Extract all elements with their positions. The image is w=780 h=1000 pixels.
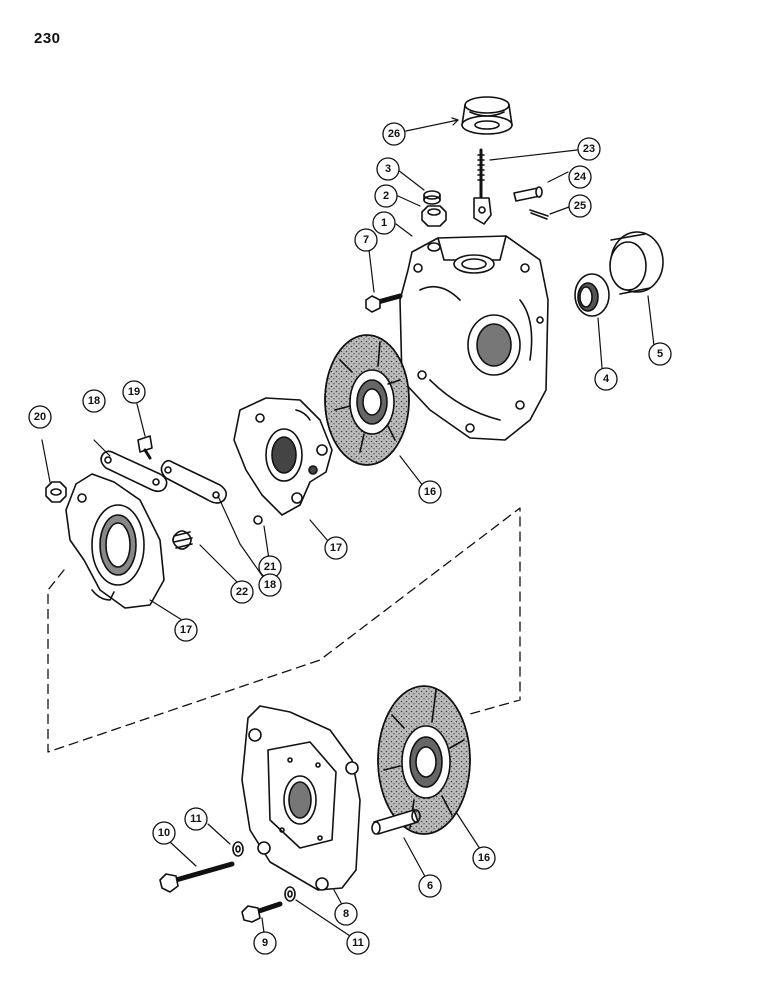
callout-4: 4 (594, 367, 618, 391)
callout-2: 2 (374, 184, 398, 208)
callout-23: 23 (577, 137, 601, 161)
callout-8-label: 8 (343, 908, 349, 920)
long-bolt-part (159, 861, 235, 893)
nut-part (423, 190, 441, 205)
steel-ball-part (253, 515, 263, 525)
callout-9: 9 (253, 931, 277, 955)
bearing-cup-part (609, 231, 664, 295)
bolt-19-part (137, 435, 153, 460)
callout-1-label: 1 (381, 217, 387, 229)
callout-6: 6 (418, 874, 442, 898)
link-right-part (160, 459, 228, 504)
clevis-pin-part (513, 186, 543, 202)
callout-4-label: 4 (603, 373, 610, 385)
bolt-7-part (365, 293, 403, 313)
callout-24-label: 24 (574, 171, 587, 183)
callout-9-label: 9 (262, 937, 268, 949)
callout-6-label: 6 (427, 880, 433, 892)
callout-2-label: 2 (383, 190, 389, 202)
callout-7: 7 (354, 228, 378, 252)
callout-26-label: 26 (388, 128, 400, 140)
callout-16-lower: 16 (472, 846, 496, 870)
callout-16-lower-label: 16 (478, 852, 490, 864)
callout-8: 8 (334, 902, 358, 926)
boot-seal-part (461, 96, 513, 135)
callout-16-upper-label: 16 (424, 486, 436, 498)
callout-17-upper-label: 17 (330, 542, 342, 554)
callout-25-label: 25 (574, 200, 586, 212)
callout-17-lower: 17 (174, 618, 198, 642)
callout-10-label: 10 (158, 827, 170, 839)
callout-16-upper: 16 (418, 480, 442, 504)
shaft-pin-part (371, 809, 421, 835)
callout-5: 5 (648, 342, 672, 366)
link-left-part (100, 450, 168, 493)
callout-10: 10 (152, 821, 176, 845)
callout-17-lower-label: 17 (180, 624, 192, 636)
nut-20-part (45, 481, 67, 503)
page-number: 230 (34, 30, 61, 47)
callout-19-label: 19 (128, 386, 140, 398)
callout-26: 26 (382, 122, 406, 146)
lock-washer-lower-part (284, 886, 296, 902)
callout-18-left: 18 (82, 389, 106, 413)
jam-nut-part (421, 205, 447, 227)
callout-18-right-label: 18 (264, 579, 276, 591)
callout-1: 1 (372, 211, 396, 235)
callout-11-lower-label: 11 (352, 937, 364, 949)
callout-22: 22 (230, 580, 254, 604)
short-bolt-part (241, 901, 283, 923)
cotter-pin-part (529, 209, 549, 220)
callout-7-label: 7 (363, 234, 369, 246)
spring-part (172, 530, 193, 550)
callout-23-label: 23 (583, 143, 595, 155)
seal-ring-part (574, 273, 610, 317)
callout-20-label: 20 (34, 411, 46, 423)
callout-25: 25 (568, 194, 592, 218)
friction-disc-upper-part (324, 334, 410, 466)
callout-3-label: 3 (385, 163, 391, 175)
actuator-plate-upper-part (233, 397, 333, 516)
callout-11-upper-label: 11 (190, 813, 202, 825)
clevis-rod-part (473, 148, 492, 225)
cover-plate-part (241, 705, 361, 891)
lock-washer-upper-part (232, 841, 244, 857)
dashed-assembly-line (47, 507, 521, 753)
callout-5-label: 5 (657, 348, 663, 360)
callout-17-upper: 17 (324, 536, 348, 560)
actuator-plate-lower-part (65, 473, 165, 609)
friction-disc-lower-part (377, 685, 471, 835)
callout-21-label: 21 (264, 561, 276, 573)
callout-20: 20 (28, 405, 52, 429)
callout-3: 3 (376, 157, 400, 181)
callout-22-label: 22 (236, 586, 248, 598)
callout-11-upper: 11 (184, 807, 208, 831)
brake-housing-part (399, 235, 549, 441)
callout-19: 19 (122, 380, 146, 404)
callout-11-lower: 11 (346, 931, 370, 955)
callout-18-left-label: 18 (88, 395, 100, 407)
callout-24: 24 (568, 165, 592, 189)
callout-18-right: 18 (258, 573, 282, 597)
